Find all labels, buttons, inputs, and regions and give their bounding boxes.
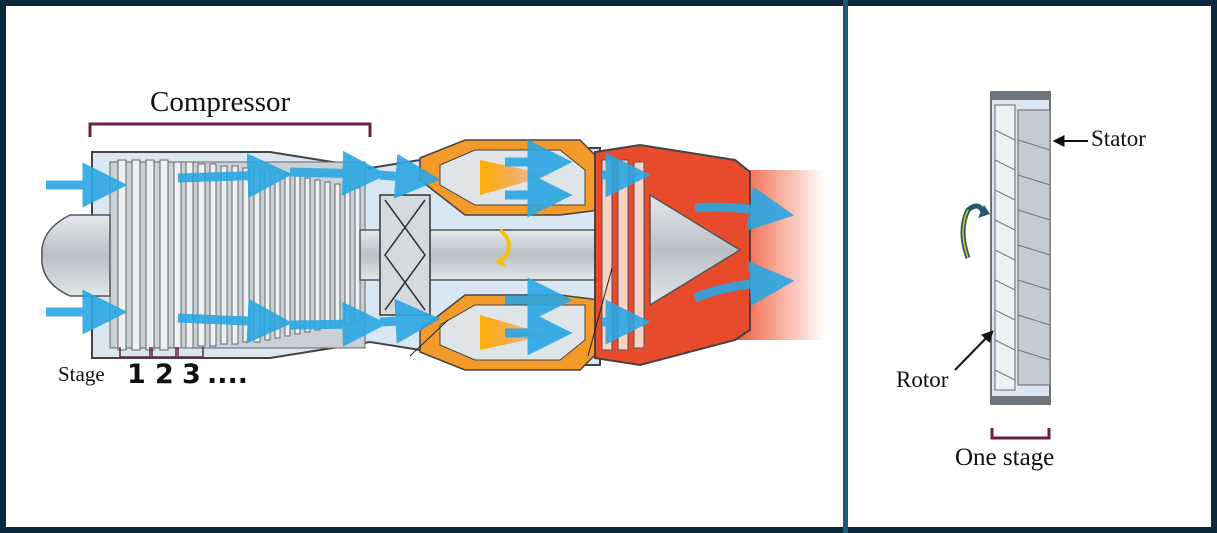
stage-number-3: 3 xyxy=(182,359,201,390)
stage-label: Stage xyxy=(58,362,105,386)
pointer-arrow-icon xyxy=(954,330,994,371)
airflow-arrow-icon xyxy=(46,139,795,356)
stage-number-1: 1 xyxy=(127,359,146,390)
nose-cone xyxy=(41,214,111,297)
stage-number-ellipsis: .... xyxy=(207,359,249,390)
stage-brackets xyxy=(119,347,204,358)
stage-number-2: 2 xyxy=(155,359,174,390)
stator-label: Stator xyxy=(1091,126,1146,151)
compressor-label: Compressor xyxy=(150,86,291,118)
one-stage-bracket xyxy=(990,428,1051,440)
single-stage-diagram xyxy=(990,91,1051,405)
compressor-bracket xyxy=(88,122,372,137)
exhaust-cone xyxy=(649,193,742,307)
one-stage-label: One stage xyxy=(955,444,1055,471)
panel-divider xyxy=(843,0,848,533)
rotor-label: Rotor xyxy=(896,367,949,392)
